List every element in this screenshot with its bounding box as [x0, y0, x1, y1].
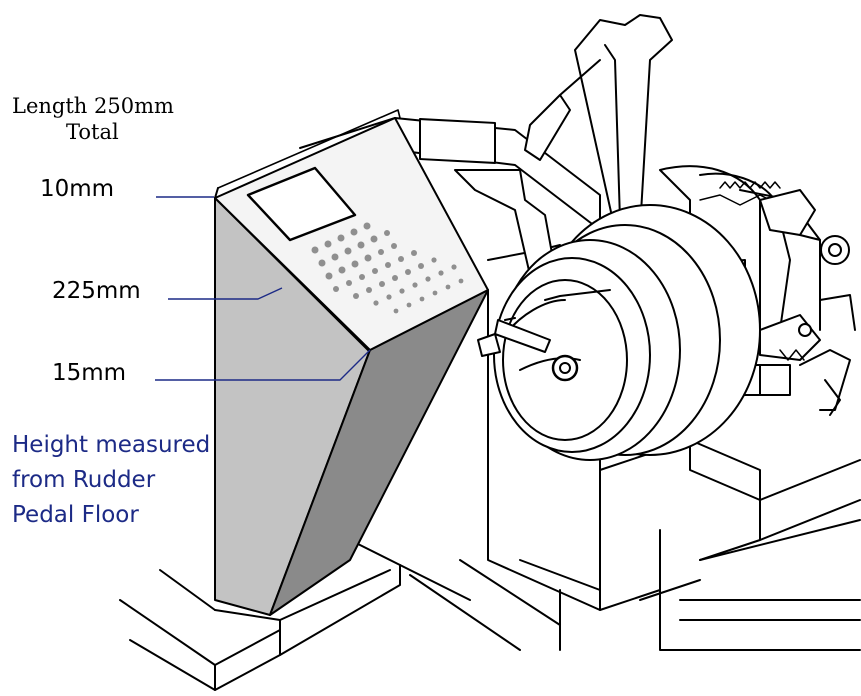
length-heading: Length 250mm	[12, 94, 174, 118]
keypad	[311, 222, 464, 314]
dimension-label-middle: 225mm	[52, 278, 141, 304]
pedestal-floor	[119, 539, 561, 691]
trim-wheel-icon	[477, 204, 761, 461]
length-subheading: Total	[66, 120, 119, 144]
dimension-pointers	[155, 196, 371, 381]
height-note-line-2: from Rudder	[12, 467, 156, 493]
dimension-label-top: 10mm	[40, 176, 115, 202]
avionics-box-icon	[214, 109, 489, 616]
height-note-line-1: Height measured	[12, 432, 211, 458]
pointer-225mm	[168, 287, 283, 300]
height-note-line-3: Pedal Floor	[12, 502, 139, 528]
pointer-15mm	[155, 349, 371, 381]
dimension-label-bottom: 15mm	[52, 360, 127, 386]
